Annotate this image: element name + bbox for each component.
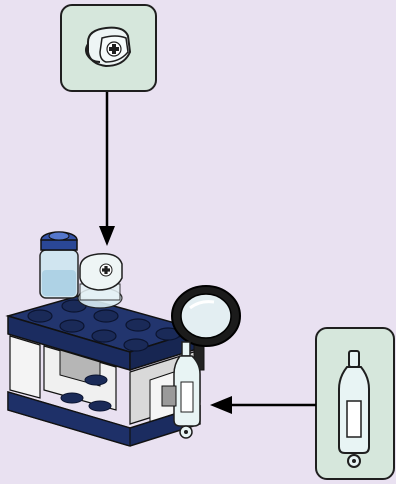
flask-jar [40,232,78,298]
arrow-down [99,92,115,246]
arrow-left [210,396,316,414]
flask-on-stand [78,254,122,308]
